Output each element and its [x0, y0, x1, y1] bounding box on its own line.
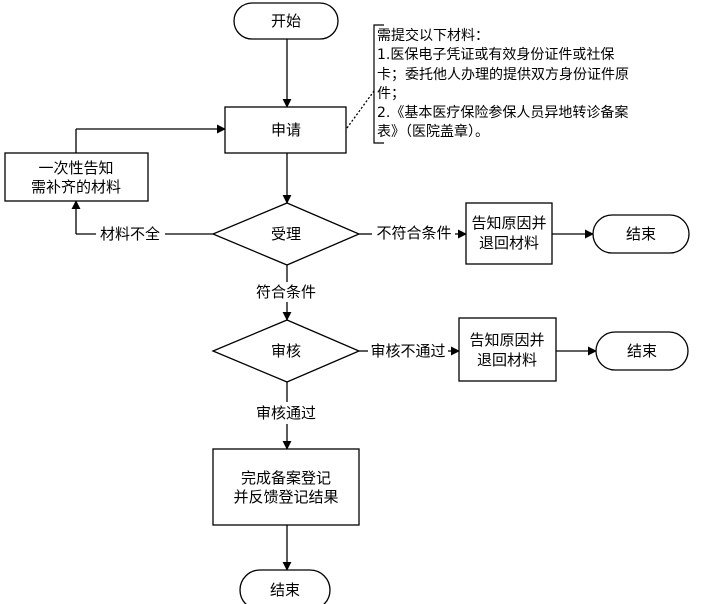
- review-label: 审核: [271, 342, 301, 360]
- notify-label-line2: 需补齐的材料: [31, 178, 121, 196]
- apply-box: [224, 106, 347, 154]
- reject2-label-line1: 告知原因并: [469, 331, 544, 349]
- end1-label: 结束: [626, 225, 656, 243]
- note-line4: 件；: [377, 86, 405, 102]
- start-label: 开始: [271, 12, 301, 30]
- reject1-box: [465, 202, 553, 265]
- end3-label: 结束: [270, 581, 300, 599]
- reject2-box: [458, 317, 557, 382]
- end3-terminal: [239, 569, 331, 604]
- edge-label-not-qualified: 不符合条件: [376, 224, 451, 242]
- notify-box: [4, 152, 149, 202]
- note-line3: 卡；委托他人办理的提供双方身份证件原: [377, 67, 629, 83]
- reject1-label-line2: 退回材料: [479, 234, 539, 252]
- start-terminal: [233, 2, 339, 40]
- accept-decision: [211, 202, 361, 266]
- note-line6: 表》（医院盖章）。: [377, 123, 489, 140]
- note-line1: 需提交以下材料：: [377, 27, 489, 44]
- end1-terminal: [592, 214, 690, 254]
- edge-label-incomplete: 材料不全: [100, 225, 160, 243]
- edge-label-not-passed: 审核不通过: [370, 342, 445, 360]
- edge-label-passed: 审核通过: [256, 404, 316, 422]
- apply-label: 申请: [271, 121, 301, 139]
- note-line5: 2.《基本医疗保险参保人员异地转诊备案: [377, 104, 628, 121]
- note-line2: 1.医保电子凭证或有效身份证件或社保: [377, 47, 614, 63]
- complete-label-line2: 并反馈登记结果: [233, 488, 338, 506]
- accept-label: 受理: [271, 225, 301, 243]
- notify-label-line1: 一次性告知: [38, 159, 113, 177]
- end2-terminal: [595, 331, 689, 371]
- review-decision: [211, 319, 361, 383]
- note-leader: [346, 90, 375, 129]
- complete-label-line1: 完成备案登记: [241, 469, 331, 487]
- edge-label-qualified: 符合条件: [256, 283, 316, 301]
- end2-label: 结束: [627, 342, 657, 360]
- note-bracket: [373, 24, 384, 144]
- reject2-label-line2: 退回材料: [477, 351, 537, 369]
- complete-box: [212, 448, 360, 526]
- reject1-label-line1: 告知原因并: [471, 214, 546, 232]
